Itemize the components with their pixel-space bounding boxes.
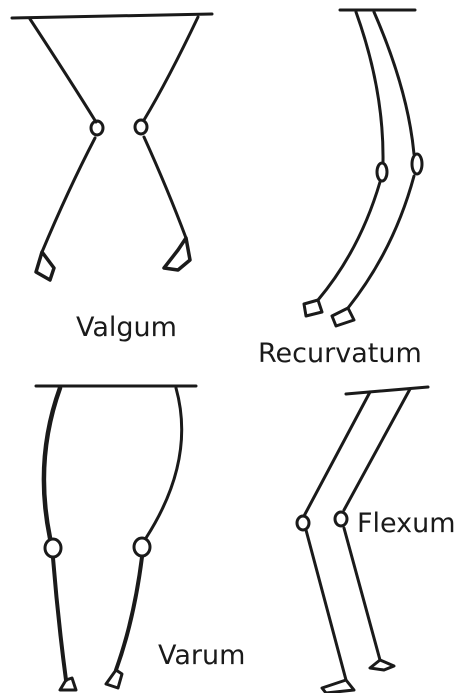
valgum-right-shin [144,137,186,238]
valgum-right-knee [135,120,147,134]
valgum-left-thigh [30,19,96,122]
flexum-pelvis-line [346,387,428,394]
varum-right-foot [106,670,122,688]
recurvatum-back-foot [304,300,322,316]
recurvatum-sketch [304,10,422,326]
flexum-front-foot [370,660,394,670]
varum-left-thigh [44,388,60,538]
valgum-pelvis-line [12,14,212,18]
valgum-left-shin [42,138,95,252]
recurvatum-back-knee [377,163,387,181]
flexum-back-foot [322,680,354,693]
flexum-label: Flexum [357,510,456,537]
varum-right-knee [134,538,150,556]
flexum-back-leg-upper [304,392,370,516]
varum-label: Varum [158,642,245,669]
valgum-right-thigh [144,17,198,120]
varum-left-shin [53,558,66,680]
valgum-left-foot [36,252,54,280]
varum-right-shin [116,557,142,670]
recurvatum-label: Recurvatum [258,340,422,367]
flexum-sketch [297,387,428,693]
flexum-front-knee [335,512,347,526]
recurvatum-front-foot [332,308,354,326]
varum-right-thigh [146,388,182,538]
varum-left-foot [60,678,76,690]
recurvatum-back-leg-upper [356,12,383,162]
recurvatum-front-leg-upper [374,12,414,154]
flexum-back-leg-lower [306,530,346,680]
varum-left-knee [45,539,61,557]
recurvatum-front-knee [412,154,422,174]
flexum-front-leg-lower [344,528,380,660]
valgum-sketch [12,14,212,280]
flexum-front-leg-upper [344,389,410,510]
recurvatum-back-leg-lower [318,182,380,300]
valgum-label: Valgum [76,314,177,341]
flexum-back-knee [297,516,309,530]
valgum-right-foot [164,238,190,270]
